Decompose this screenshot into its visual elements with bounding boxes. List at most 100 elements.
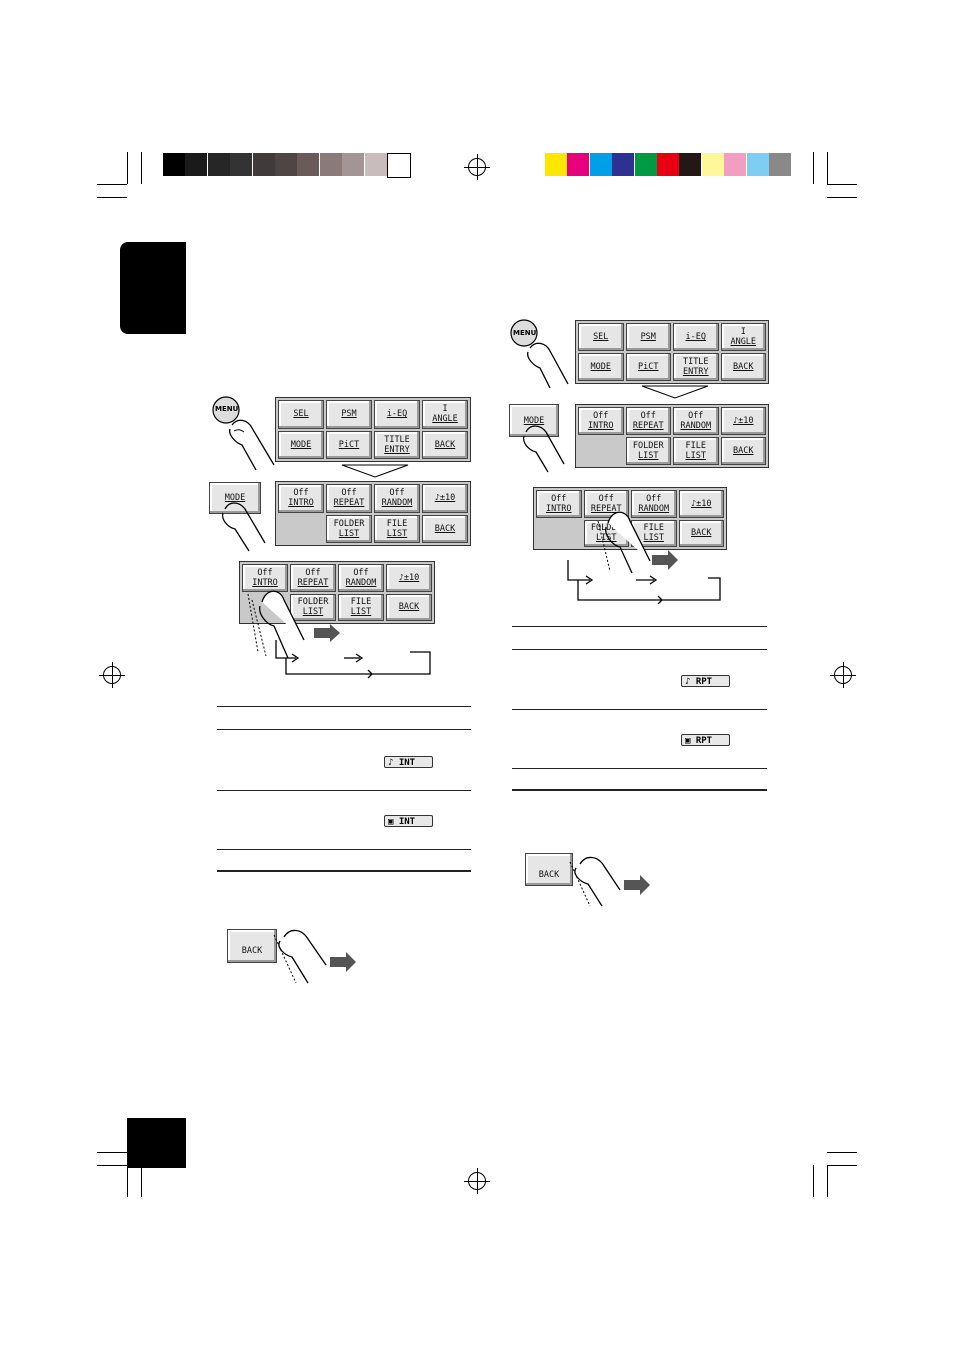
empty-slot (578, 437, 624, 465)
button-line-2: i-EQ (685, 332, 706, 342)
table-rule (512, 768, 767, 769)
menu_screen-row2-button-1[interactable]: PiCT (625, 353, 671, 381)
menu_screen-row1-button-0[interactable]: SEL (278, 400, 324, 429)
button-line-2: PSM (640, 332, 656, 342)
mode_screen-row1-button-3[interactable]: ♪±10 (422, 484, 468, 513)
button-line-2: LIST (302, 607, 324, 618)
menu_screen-row2-button-1[interactable]: PiCT (326, 430, 372, 459)
menu_screen-row2-button-3[interactable]: BACK (720, 353, 766, 381)
button-line-2: INTRO (288, 498, 314, 509)
mode_screen-row2-button-3[interactable]: BACK (678, 519, 724, 547)
mode_screen-row2-button-3[interactable]: BACK (386, 593, 432, 621)
crop-mark (827, 1152, 857, 1153)
registration-target-icon (464, 154, 490, 180)
menu_screen-row1-button-2[interactable]: i-EQ (673, 323, 719, 351)
menu_screen-row1-button-1[interactable]: PSM (625, 323, 671, 351)
color-swatch (567, 153, 590, 176)
color-swatch (342, 153, 365, 176)
color-swatch (612, 153, 635, 176)
button-line-2: BACK (733, 362, 754, 372)
crop-mark (813, 1165, 814, 1197)
back-button[interactable]: BACK (227, 929, 277, 963)
mode_screen-row2-button-3[interactable]: BACK (720, 437, 766, 465)
crop-mark (97, 1165, 127, 1166)
button-line-2: RANDOM (680, 421, 712, 431)
button-line-2: ANGLE (432, 414, 458, 425)
mode_screen-row2-button-3[interactable]: BACK (422, 514, 468, 543)
crop-mark (827, 152, 828, 184)
button-line-1: FOLDER (632, 441, 664, 451)
color-swatch (163, 153, 185, 176)
menu-button-label[interactable]: MENU (215, 405, 239, 413)
menu_screen-row2-button-0[interactable]: MODE (578, 353, 624, 381)
button-line-2: BACK (434, 439, 456, 450)
crop-mark (127, 1165, 128, 1197)
mode_screen-row1-button-3[interactable]: ♪±10 (678, 490, 724, 518)
menu_screen-row1-button-1[interactable]: PSM (326, 400, 372, 429)
menu_screen-row2-button-3[interactable]: BACK (422, 430, 468, 459)
button-line-2: REPEAT (297, 577, 329, 588)
menu-button-label[interactable]: MENU (513, 329, 537, 337)
crop-mark (127, 152, 128, 184)
button-line-1: Off (389, 488, 405, 499)
button-line-2: ♪±10 (434, 493, 456, 504)
button-line-1: FILE (685, 441, 706, 451)
mode_screen-row1-button-3[interactable]: ♪±10 (386, 564, 432, 592)
button-line-2: INTRO (545, 503, 572, 514)
registration-target-icon (99, 662, 125, 688)
button-line-2: BACK (691, 528, 712, 539)
mode_screen-row1-button-3[interactable]: ♪±10 (720, 407, 766, 435)
crop-mark (141, 152, 142, 184)
button-line-2: INTRO (587, 421, 614, 431)
button-line-1: TITLE (384, 434, 410, 445)
button-line-2: SEL (293, 409, 309, 420)
color-swatch (746, 153, 769, 176)
finger-press-back-icon (273, 929, 356, 984)
mode-button-label: MODE (224, 493, 246, 503)
menu_screen-row1-button-0[interactable]: SEL (578, 323, 624, 351)
button-line-2: ENTRY (384, 444, 410, 455)
down-arrow-icon (641, 385, 709, 399)
registration-target-icon (464, 1168, 490, 1194)
folder-intro-indicator: ▣ INT (384, 815, 433, 827)
button-line-2: REPEAT (333, 498, 365, 509)
table-rule (217, 729, 471, 730)
back-button[interactable]: BACK (525, 853, 573, 886)
button-line-1: Off (640, 411, 656, 421)
button-line-1: FILE (643, 523, 664, 534)
mode-button[interactable]: MODE (509, 404, 559, 437)
color-swatch (634, 153, 657, 176)
menu_screen-row1-button-2[interactable]: i-EQ (374, 400, 420, 429)
menu_screen-row2-button-0[interactable]: MODE (278, 430, 324, 459)
crop-mark (827, 197, 857, 198)
mode-button[interactable]: MODE (209, 482, 261, 514)
button-line-2: RANDOM (381, 498, 413, 509)
table-rule (217, 706, 471, 707)
folder-repeat-indicator: ▣ RPT (681, 734, 730, 746)
color-swatch (387, 153, 411, 178)
